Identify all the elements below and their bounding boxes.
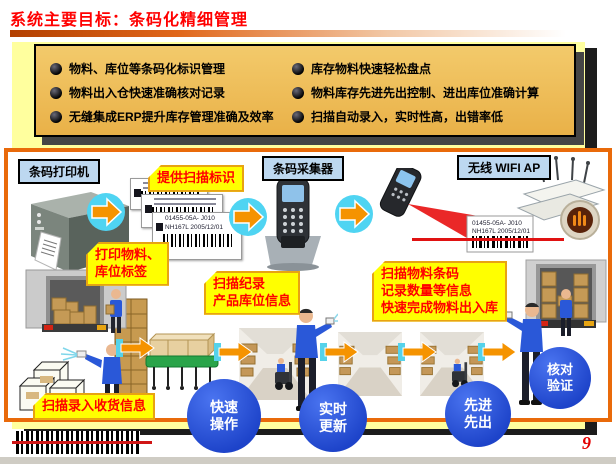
- arrow-right-icon: [87, 193, 125, 231]
- goal-item: 库存物料快速轻松盘点: [292, 60, 431, 77]
- truck-loading-illustration: [525, 259, 607, 336]
- barcode-label-text: NH167L 2005/12/01: [472, 228, 530, 235]
- arrow-right-icon: [320, 341, 359, 363]
- barcode-stripes: [163, 233, 235, 247]
- scan-line: [412, 238, 564, 241]
- window-edge-strip: [0, 457, 616, 464]
- badge-verify: 核对 验证: [529, 347, 591, 409]
- scan-line: [12, 441, 152, 444]
- conveyor-illustration: [145, 332, 219, 390]
- page-title: 系统主要目标：条码化精细管理: [10, 12, 249, 29]
- arrow-right-icon: [116, 337, 155, 359]
- truck-unloading-illustration: [25, 269, 127, 333]
- scanning-beam-illustration: 01455-05A- J010 NH167L 2005/12/01: [379, 168, 564, 253]
- bullet-sphere-icon: [50, 86, 62, 99]
- goal-text: 扫描自动录入，实时性高，出错率低: [311, 110, 504, 124]
- badge-fast-operation: 快速 操作: [187, 379, 261, 453]
- bullet-sphere-icon: [292, 110, 304, 123]
- arrow-right-icon: [335, 195, 373, 233]
- printer-label: 条码打印机: [18, 159, 101, 184]
- page-number: 9: [582, 433, 591, 453]
- arrow-right-icon: [214, 341, 253, 363]
- goal-item: 物料出入仓快速准确核对记录: [50, 84, 225, 101]
- title-underline-bar: [10, 30, 566, 37]
- handheld-scanner-illustration: [265, 177, 321, 271]
- bullet-sphere-icon: [50, 110, 62, 123]
- arrow-right-icon: [398, 341, 437, 363]
- warehouse-aisle-photo: [338, 332, 402, 396]
- bullet-sphere-icon: [292, 86, 304, 99]
- goal-text: 物料、库位等条码化标识管理: [69, 62, 226, 76]
- goal-text: 无缝集成ERP提升库存管理准确及效率: [69, 110, 274, 124]
- barcode-label-text: NH167L 2005/12/01: [165, 224, 223, 232]
- goal-item: 扫描自动录入，实时性高，出错率低: [292, 108, 503, 125]
- badge-fifo: 先进 先出: [445, 381, 511, 447]
- barcode-label-text: 01455-05A- J010: [165, 215, 215, 222]
- callout-scan-material: 扫描物料条码 记录数量等信息 快速完成物料出入库: [372, 261, 508, 322]
- callout-scan-record: 扫描纪录 产品库位信息: [204, 271, 301, 315]
- scanner-screen: [395, 170, 416, 188]
- bullet-sphere-icon: [292, 62, 304, 75]
- callout-receive-info: 扫描录入收货信息: [33, 393, 156, 420]
- arrow-right-icon: [229, 198, 267, 236]
- scanner-screen: [282, 185, 304, 202]
- goal-text: 物料库存先进先出控制、进出库位准确计算: [311, 86, 540, 100]
- callout-print-labels: 打印物料、 库位标签: [86, 242, 170, 286]
- wifi-ap-label: 无线 WIFI AP: [457, 155, 552, 180]
- goal-item: 无缝集成ERP提升库存管理准确及效率: [50, 108, 274, 125]
- collector-label: 条码采集器: [262, 156, 345, 181]
- goal-item: 物料、库位等条码化标识管理: [50, 60, 225, 77]
- callout-provide-scan: 提供扫描标识: [148, 165, 245, 192]
- goals-box: 物料、库位等条码化标识管理 物料出入仓快速准确核对记录 无缝集成ERP提升库存管…: [34, 44, 576, 137]
- goal-text: 库存物料快速轻松盘点: [311, 62, 432, 76]
- barcode-label-text: 01455-05A- J010: [472, 220, 522, 227]
- goal-text: 物料出入仓快速准确核对记录: [69, 86, 226, 100]
- arrow-right-icon: [478, 341, 517, 363]
- badge-realtime-update: 实时 更新: [299, 384, 367, 452]
- worker-scanning-illustration: [295, 308, 338, 411]
- goal-item: 物料库存先进先出控制、进出库位准确计算: [292, 84, 539, 101]
- bullet-sphere-icon: [50, 62, 62, 75]
- wifi-ap-illustration: [516, 156, 606, 240]
